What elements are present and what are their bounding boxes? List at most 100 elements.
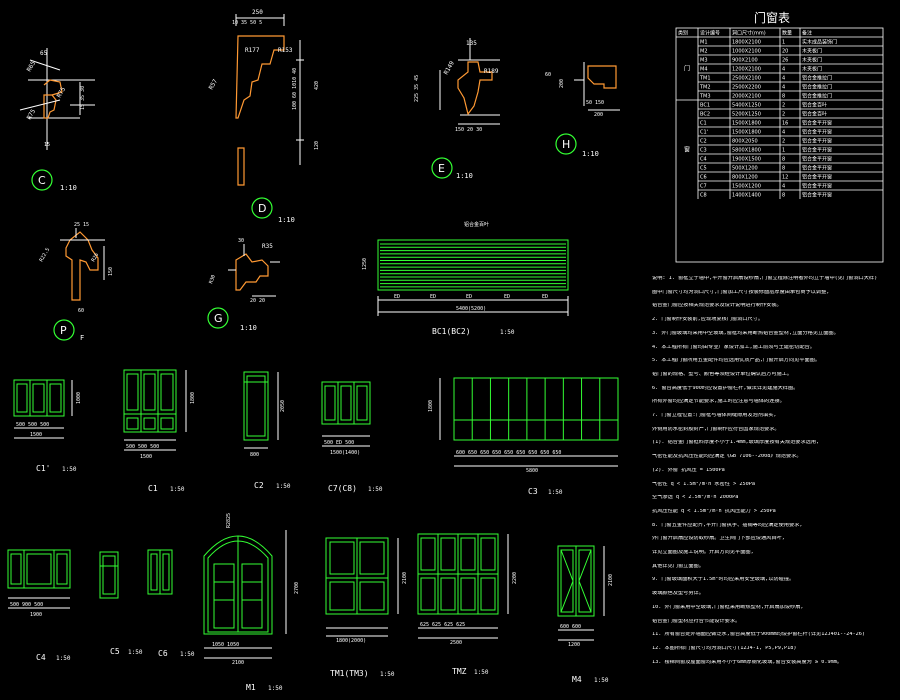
- schedule-cell: 2: [782, 112, 785, 118]
- schedule-cell: 铝合金平开窗: [802, 138, 832, 145]
- m4-label: M4: [572, 675, 582, 684]
- c2-scale: 1:50: [276, 483, 291, 490]
- svg-text:625 625 625 625: 625 625 625 625: [420, 622, 465, 628]
- schedule-category-window: 窗: [684, 146, 690, 154]
- svg-text:ED: ED: [394, 294, 400, 300]
- schedule-cell: C6: [700, 175, 707, 181]
- tm1-label: TM1(TM3): [330, 669, 369, 678]
- design-note-line: 铝门窗的规格、型号、颜色等须经设计单位确认后方可施工。: [652, 371, 793, 377]
- schedule-cell: 1400X1400: [732, 193, 761, 199]
- design-note-line: 外门窗开启扇应设防蚊纱扇。卫生间门下部应设通风百叶,: [652, 536, 785, 542]
- design-note-line: 铝合金门窗应按相关规范要求及设计说明进行制作安装。: [652, 303, 782, 309]
- svg-text:50 150: 50 150: [586, 100, 604, 106]
- elevation-c1: 500 500 500 1500 1800 C1 1:50: [123, 369, 196, 493]
- elevation-c1-prime: 500 500 500 1500 1000 C1' 1:50: [13, 379, 82, 473]
- svg-text:500 ED 500: 500 ED 500: [324, 440, 354, 446]
- tm1-scale: 1:50: [380, 671, 395, 678]
- schedule-cell: 铝合金推拉门: [802, 75, 832, 82]
- schedule-cell: TM1: [699, 76, 711, 82]
- schedule-cell: C3: [700, 148, 707, 154]
- elevation-m1: 1050 1050 2100 2700 R2825 M1 1:50: [203, 513, 300, 692]
- schedule-cell: 2000X2100: [732, 94, 761, 100]
- tmz-height: 2200: [512, 572, 518, 584]
- c1-width: 1500: [140, 454, 152, 460]
- svg-text:65: 65: [40, 50, 48, 57]
- schedule-cell: 2500X2100: [732, 76, 761, 82]
- svg-text:30: 30: [238, 238, 244, 244]
- design-note-line: 抗风压性能 q < 1.5m³/m·h 抗风压能力 > 250Pa: [652, 508, 776, 514]
- svg-text:ED: ED: [466, 294, 472, 300]
- schedule-cell: 800X1200: [732, 175, 758, 181]
- svg-text:R75: R75: [26, 108, 38, 121]
- detail-marker-g: [207, 307, 229, 329]
- schedule-cell: 铝合金平开窗: [802, 165, 832, 172]
- svg-text:500 900 500: 500 900 500: [10, 602, 43, 608]
- c5-scale: 1:50: [128, 649, 143, 656]
- design-note-line: 10. 外门窗采用中空玻璃,门窗框采用断热型材,开启扇加设纱扇,: [652, 604, 804, 610]
- svg-text:600 600: 600 600: [560, 624, 581, 630]
- schedule-cell: 1800X2100: [732, 40, 761, 46]
- svg-text:150 20 30: 150 20 30: [455, 127, 482, 133]
- design-note-line: (2). 外窗 抗风压 = 1500Pa: [652, 467, 725, 473]
- elevation-c6: C6 1:50: [147, 549, 195, 658]
- schedule-cell: 铝合金平开窗: [802, 183, 832, 190]
- detail-g: 30 R30 R35 20 20 G 1:10: [207, 238, 280, 332]
- svg-text:20 20: 20 20: [250, 298, 265, 304]
- svg-text:15 35 30: 15 35 30: [80, 86, 86, 110]
- svg-text:1250: 1250: [362, 258, 368, 270]
- design-note-line: 玻璃颜色及型号另详。: [652, 591, 704, 597]
- schedule-cell: 1500X1200: [732, 184, 761, 190]
- svg-text:2050: 2050: [280, 400, 286, 412]
- schedule-cell: 5400X1250: [732, 103, 761, 109]
- svg-text:R22.5: R22.5: [39, 247, 52, 263]
- schedule-cell: 铝合金百叶: [802, 111, 827, 118]
- c3-width: 5800: [526, 468, 538, 474]
- svg-text:500 500 500: 500 500 500: [16, 422, 49, 428]
- schedule-header: 类别: [678, 30, 688, 37]
- c5-label: C5: [110, 647, 120, 656]
- schedule-cell: BC1: [700, 103, 710, 109]
- schedule-cell: 12: [782, 175, 788, 181]
- svg-text:60: 60: [78, 308, 84, 314]
- m4-height: 2100: [608, 574, 614, 586]
- elevation-tm1: 1800(2000) 2100 TM1(TM3) 1:50: [325, 537, 408, 678]
- c3-label: C3: [528, 487, 538, 496]
- schedule-cell: 2: [782, 139, 785, 145]
- design-note-line: 9. 门窗玻璃面积大于1.5m²时均应采用安全玻璃,以防碰撞。: [652, 577, 795, 583]
- elevation-tmz: 625 625 625 625 2500 2200 TMZ 1:50: [417, 533, 518, 676]
- c1p-height: 1000: [76, 392, 82, 404]
- detail-marker-h: [555, 133, 577, 155]
- m4-width: 1200: [568, 642, 580, 648]
- detail-label-p: P: [60, 324, 67, 337]
- design-note-line: 图中门窗尺寸均为洞口尺寸,门窗加工尺寸按装修面层厚度由承包商予以调整,: [652, 289, 830, 295]
- detail-e: 135 R149 R189 225 35 45 150 20 30 E 1:10: [414, 38, 500, 180]
- detail-p: 25 15 R22.5 R26 150 60 P F: [39, 222, 114, 342]
- schedule-cell: 木夹板门: [802, 66, 822, 73]
- schedule-cell: 铝合金平开窗: [802, 156, 832, 163]
- c4-label: C4: [36, 653, 46, 662]
- svg-text:R153: R153: [278, 47, 293, 54]
- c4-scale: 1:50: [56, 655, 71, 662]
- svg-text:150: 150: [108, 267, 114, 276]
- svg-text:R75: R75: [56, 86, 68, 99]
- detail-label-h: H: [562, 138, 570, 151]
- schedule-cell: 8: [782, 157, 785, 163]
- c7-width: 1500(1400): [330, 450, 360, 456]
- svg-text:500 500 500: 500 500 500: [126, 444, 159, 450]
- schedule-cell: 铝合金平开窗: [802, 129, 832, 136]
- svg-text:R149: R149: [443, 60, 456, 76]
- schedule-cell: 26: [782, 58, 788, 64]
- schedule-header: 设计编号: [700, 30, 720, 37]
- svg-text:200: 200: [594, 112, 603, 118]
- svg-text:10 35 50 5: 10 35 50 5: [232, 20, 262, 26]
- schedule-cell: 500X1200: [732, 166, 758, 172]
- schedule-cell: M4: [700, 67, 708, 73]
- schedule-cell: M1: [700, 40, 708, 46]
- schedule-cell: C2: [700, 139, 707, 145]
- schedule-cell: C8: [700, 193, 707, 199]
- elevation-c7: 500 ED 500 1500(1400) C7(C8) 1:50: [321, 381, 383, 493]
- design-note-line: 7. 门窗立樘位置:门窗框与墙体间缝隙用发泡剂填实,: [652, 413, 777, 418]
- bc1-note: 铝合金百叶: [464, 221, 489, 228]
